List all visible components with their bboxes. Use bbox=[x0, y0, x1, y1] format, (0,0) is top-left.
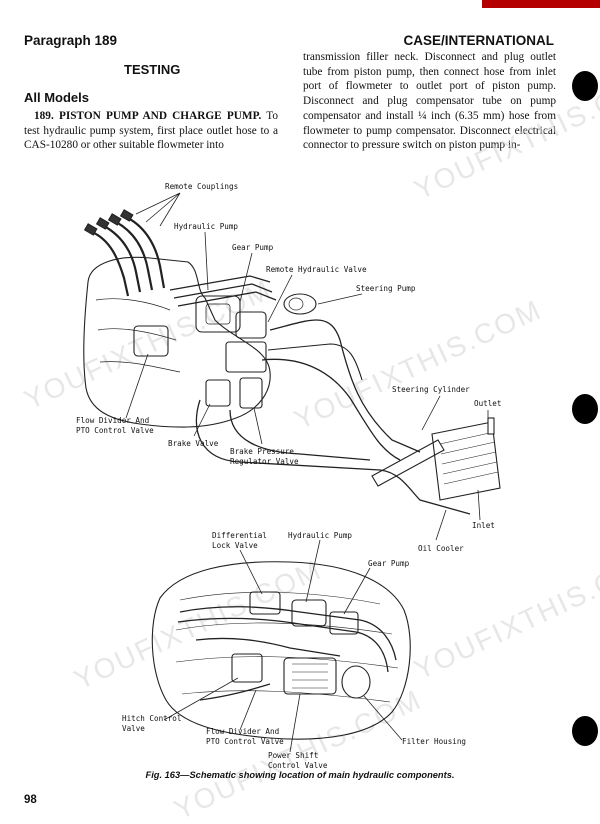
watermark-5: YOUFIXTHIS.COM bbox=[409, 544, 600, 686]
label-brake-pressure-line2: Regulator Valve bbox=[230, 457, 299, 466]
paragraph-heading: PISTON PUMP AND CHARGE PUMP. bbox=[58, 110, 262, 122]
paragraph-right-column: transmission filler neck. Disconnect and… bbox=[303, 51, 556, 152]
watermark-3: YOUFIXTHIS.COM bbox=[409, 64, 600, 206]
watermarks: YOUFIXTHIS.COM YOUFIXTHIS.COM YOUFIXTHIS… bbox=[19, 64, 600, 824]
label-differential-line2: Lock Valve bbox=[212, 541, 258, 550]
label-outlet: Outlet bbox=[474, 399, 501, 408]
label-brake-valve: Brake Valve bbox=[168, 439, 219, 448]
figure-caption: Fig. 163—Schematic showing location of m… bbox=[145, 770, 455, 780]
label-flow-divider-line1: Flow Divider And bbox=[76, 416, 149, 425]
paragraph-left-text: To test hydraulic pump system, first pla… bbox=[24, 110, 279, 152]
label-power-shift-line2: Control Valve bbox=[268, 761, 328, 770]
label-filter-housing: Filter Housing bbox=[402, 737, 466, 746]
gear-pump-shape bbox=[235, 311, 267, 339]
label-hydraulic-pump: Hydraulic Pump bbox=[174, 222, 238, 231]
label-inlet: Inlet bbox=[472, 521, 495, 530]
label-gear-pump: Gear Pump bbox=[232, 243, 274, 252]
label-hitch-line2: Valve bbox=[122, 724, 145, 733]
corner-tab bbox=[482, 0, 600, 8]
label-brake-pressure-line1: Brake Pressure bbox=[230, 447, 294, 456]
bottom-illustration bbox=[151, 539, 411, 753]
label-bottom-flow-divider-line2: PTO Control Valve bbox=[206, 737, 284, 746]
hitch-valve-shape bbox=[231, 653, 263, 683]
steering-pump-shape bbox=[283, 293, 317, 315]
label-flow-divider-line2: PTO Control Valve bbox=[76, 426, 154, 435]
binder-hole-top bbox=[572, 71, 598, 101]
differential-valve-shape bbox=[249, 591, 281, 615]
paragraph-number: 189. bbox=[34, 110, 54, 122]
label-bottom-hydraulic-pump: Hydraulic Pump bbox=[288, 531, 352, 540]
label-bottom-gear-pump: Gear Pump bbox=[368, 559, 410, 568]
bottom-gear-pump-shape bbox=[329, 611, 359, 635]
binder-hole-bottom bbox=[572, 716, 598, 746]
power-shift-valve-shape bbox=[283, 657, 337, 695]
label-oil-cooler: Oil Cooler bbox=[418, 544, 464, 553]
section-title-all-models: All Models bbox=[24, 90, 90, 105]
page-number: 98 bbox=[24, 794, 37, 806]
watermark-2: YOUFIXTHIS.COM bbox=[289, 294, 546, 436]
oil-cooler-shape bbox=[431, 421, 501, 501]
label-differential-line1: Differential bbox=[212, 531, 267, 540]
label-remote-hydraulic-valve: Remote Hydraulic Valve bbox=[266, 265, 367, 274]
steering-cylinder-shape bbox=[371, 439, 445, 487]
header-paragraph: Paragraph 189 bbox=[24, 33, 118, 48]
brake-valve-shape bbox=[205, 379, 231, 407]
brake-regulator-shape bbox=[239, 377, 263, 409]
bottom-hydraulic-pump-shape bbox=[291, 599, 327, 627]
hydraulic-pump-shape bbox=[195, 295, 241, 333]
label-power-shift-line1: Power Shift bbox=[268, 751, 318, 760]
top-illustration bbox=[83, 192, 501, 541]
label-steering-pump: Steering Pump bbox=[356, 284, 416, 293]
label-bottom-flow-divider-line1: Flow Divider And bbox=[206, 727, 279, 736]
label-remote-couplings: Remote Couplings bbox=[165, 182, 238, 191]
label-hitch-line1: Hitch Control bbox=[122, 714, 181, 723]
filter-housing-shape bbox=[341, 665, 371, 699]
section-title-testing: TESTING bbox=[124, 62, 181, 77]
flow-divider-shape bbox=[133, 325, 169, 357]
binder-hole-middle bbox=[572, 394, 598, 424]
header-manufacturer: CASE/INTERNATIONAL bbox=[403, 33, 555, 48]
label-steering-cylinder: Steering Cylinder bbox=[392, 385, 470, 394]
watermark-4: YOUFIXTHIS.COM bbox=[69, 554, 326, 696]
chassis-outline bbox=[151, 561, 411, 740]
paragraph-left-column: 189. PISTON PUMP AND CHARGE PUMP. To tes… bbox=[24, 109, 278, 153]
